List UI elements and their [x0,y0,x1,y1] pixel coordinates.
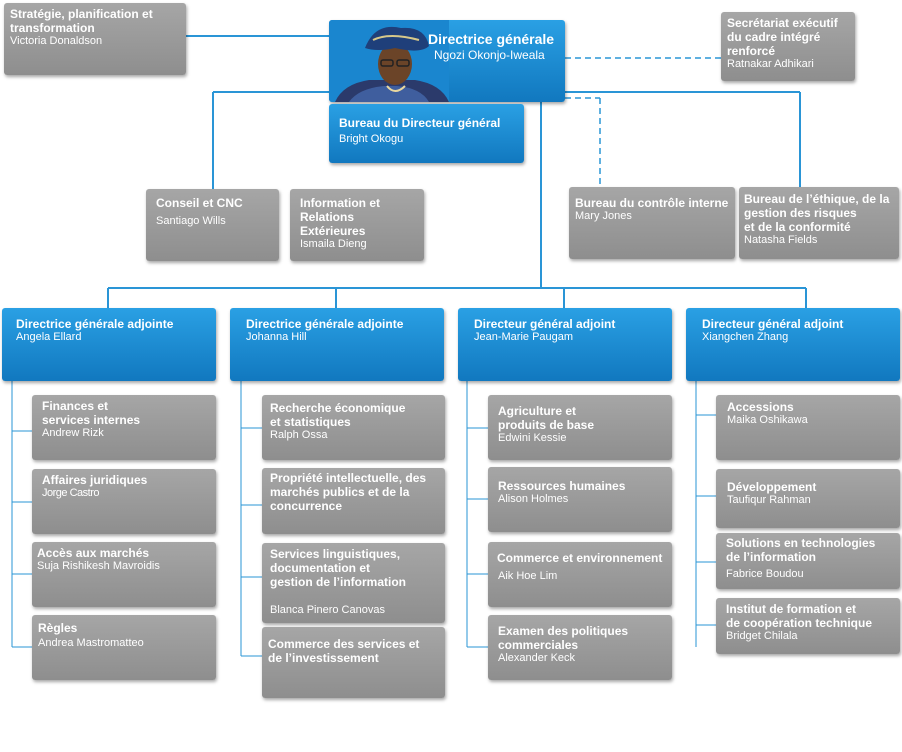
division-box[interactable]: Services linguistiques, documentation et… [262,543,445,623]
deputy-4-box[interactable]: Directeur général adjoint Xiangchen Zhan… [686,308,900,381]
box-title: Bureau de l’éthique, de la gestion des r… [744,192,890,234]
box-title: Développement [727,480,817,494]
box-name: Xiangchen Zhang [702,331,789,343]
box-name: Aik Hoe Lim [498,570,558,582]
box-title: Agriculture et produits de base [498,404,595,432]
division-box[interactable]: Finances et services internes Andrew Riz… [32,395,216,460]
box-name: Alexander Keck [498,652,576,664]
box-title: Commerce des services et de l’investisse… [268,637,420,665]
portrait-image [329,20,449,102]
box-name: Andrea Mastromatteo [38,637,144,649]
box-name: Ismaila Dieng [300,238,367,250]
dg-title: Directrice générale [428,31,555,47]
box-title: Propriété intellectuelle, des marchés pu… [270,471,427,513]
box-name: Santiago Wills [156,215,226,227]
box-title: Directeur général adjoint [474,317,616,331]
box-name: Blanca Pinero Canovas [270,604,385,616]
box-name: Angela Ellard [16,331,82,343]
division-box[interactable]: Recherche économique et statistiques Ral… [262,395,445,460]
box-name: Edwini Kessie [498,432,567,444]
box-name: Maika Oshikawa [727,414,808,426]
deputy-3-box[interactable]: Directeur général adjoint Jean-Marie Pau… [458,308,672,381]
box-name: Ralph Ossa [270,429,328,441]
box-title: Recherche économique et statistiques [270,401,406,429]
division-box[interactable]: Accessions Maika Oshikawa [716,395,900,460]
division-box[interactable]: Commerce et environnement Aik Hoe Lim [488,542,672,607]
box-title: Solutions en technologies de l’informati… [726,536,876,564]
box-name: Mary Jones [575,210,632,222]
box-title: Directrice générale adjointe [16,317,174,331]
box-name: Bridget Chilala [726,630,798,642]
box-name: Johanna Hill [246,331,307,343]
director-general-box[interactable]: Directrice générale Ngozi Okonjo-Iweala [329,20,565,102]
box-name: Jean-Marie Paugam [474,331,574,343]
executive-secretariat-box[interactable]: Secrétariat exécutif du cadre intégré re… [721,12,855,81]
box-name: Andrew Rizk [42,427,104,439]
division-box[interactable]: Affaires juridiques Jorge Castro [32,469,216,534]
box-title: Affaires juridiques [42,473,148,487]
box-name: Suja Rishikesh Mavroidis [37,560,160,572]
box-title: Institut de formation et de coopération … [726,602,873,630]
division-box[interactable]: Agriculture et produits de base Edwini K… [488,395,672,460]
box-title: Finances et services internes [42,399,141,427]
box-title: Conseil et CNC [156,196,243,210]
box-title: Commerce et environnement [497,551,663,565]
division-box[interactable]: Examen des politiques commerciales Alexa… [488,615,672,680]
box-title: Accessions [727,400,794,414]
box-name: Victoria Donaldson [10,35,103,47]
division-box[interactable]: Commerce des services et de l’investisse… [262,627,445,698]
box-name: Fabrice Boudou [726,568,804,580]
box-title: Stratégie, planification et transformati… [10,7,153,35]
box-title: Ressources humaines [498,479,626,493]
box-title: Examen des politiques commerciales [498,624,629,652]
box-title: Services linguistiques, documentation et… [270,547,407,589]
box-title: Information et Relations Extérieures [300,196,380,238]
division-box[interactable]: Accès aux marchés Suja Rishikesh Mavroid… [32,542,216,607]
box-title: Accès aux marchés [37,546,150,560]
internal-audit-box[interactable]: Bureau du contrôle interne Mary Jones [569,187,735,259]
box-name: Natasha Fields [744,234,818,246]
box-name: Bright Okogu [339,133,404,145]
deputy-2-box[interactable]: Directrice générale adjointe Johanna Hil… [230,308,444,381]
deputy-1-box[interactable]: Directrice générale adjointe Angela Ella… [2,308,216,381]
dg-office-box[interactable]: Bureau du Directeur général Bright Okogu [329,104,524,163]
box-title: Directeur général adjoint [702,317,844,331]
box-title: Règles [38,621,78,635]
box-title: Bureau du contrôle interne [575,196,729,210]
box-name: Ratnakar Adhikari [727,58,814,70]
information-box[interactable]: Information et Relations Extérieures Ism… [290,189,424,261]
division-box[interactable]: Institut de formation et de coopération … [716,598,900,654]
box-name: Taufiqur Rahman [727,494,811,506]
box-name: Alison Holmes [498,493,569,505]
box-title: Secrétariat exécutif du cadre intégré re… [727,16,838,58]
dg-name: Ngozi Okonjo-Iweala [434,48,545,62]
division-box[interactable]: Propriété intellectuelle, des marchés pu… [262,468,445,534]
division-box[interactable]: Règles Andrea Mastromatteo [32,615,216,680]
council-box[interactable]: Conseil et CNC Santiago Wills [146,189,279,261]
box-title: Bureau du Directeur général [339,116,501,130]
division-box[interactable]: Développement Taufiqur Rahman [716,469,900,528]
ethics-box[interactable]: Bureau de l’éthique, de la gestion des r… [739,187,899,259]
box-name: Jorge Castro [42,487,99,499]
division-box[interactable]: Solutions en technologies de l’informati… [716,533,900,589]
box-title: Directrice générale adjointe [246,317,404,331]
strategy-box[interactable]: Stratégie, planification et transformati… [4,3,186,75]
division-box[interactable]: Ressources humaines Alison Holmes [488,467,672,532]
